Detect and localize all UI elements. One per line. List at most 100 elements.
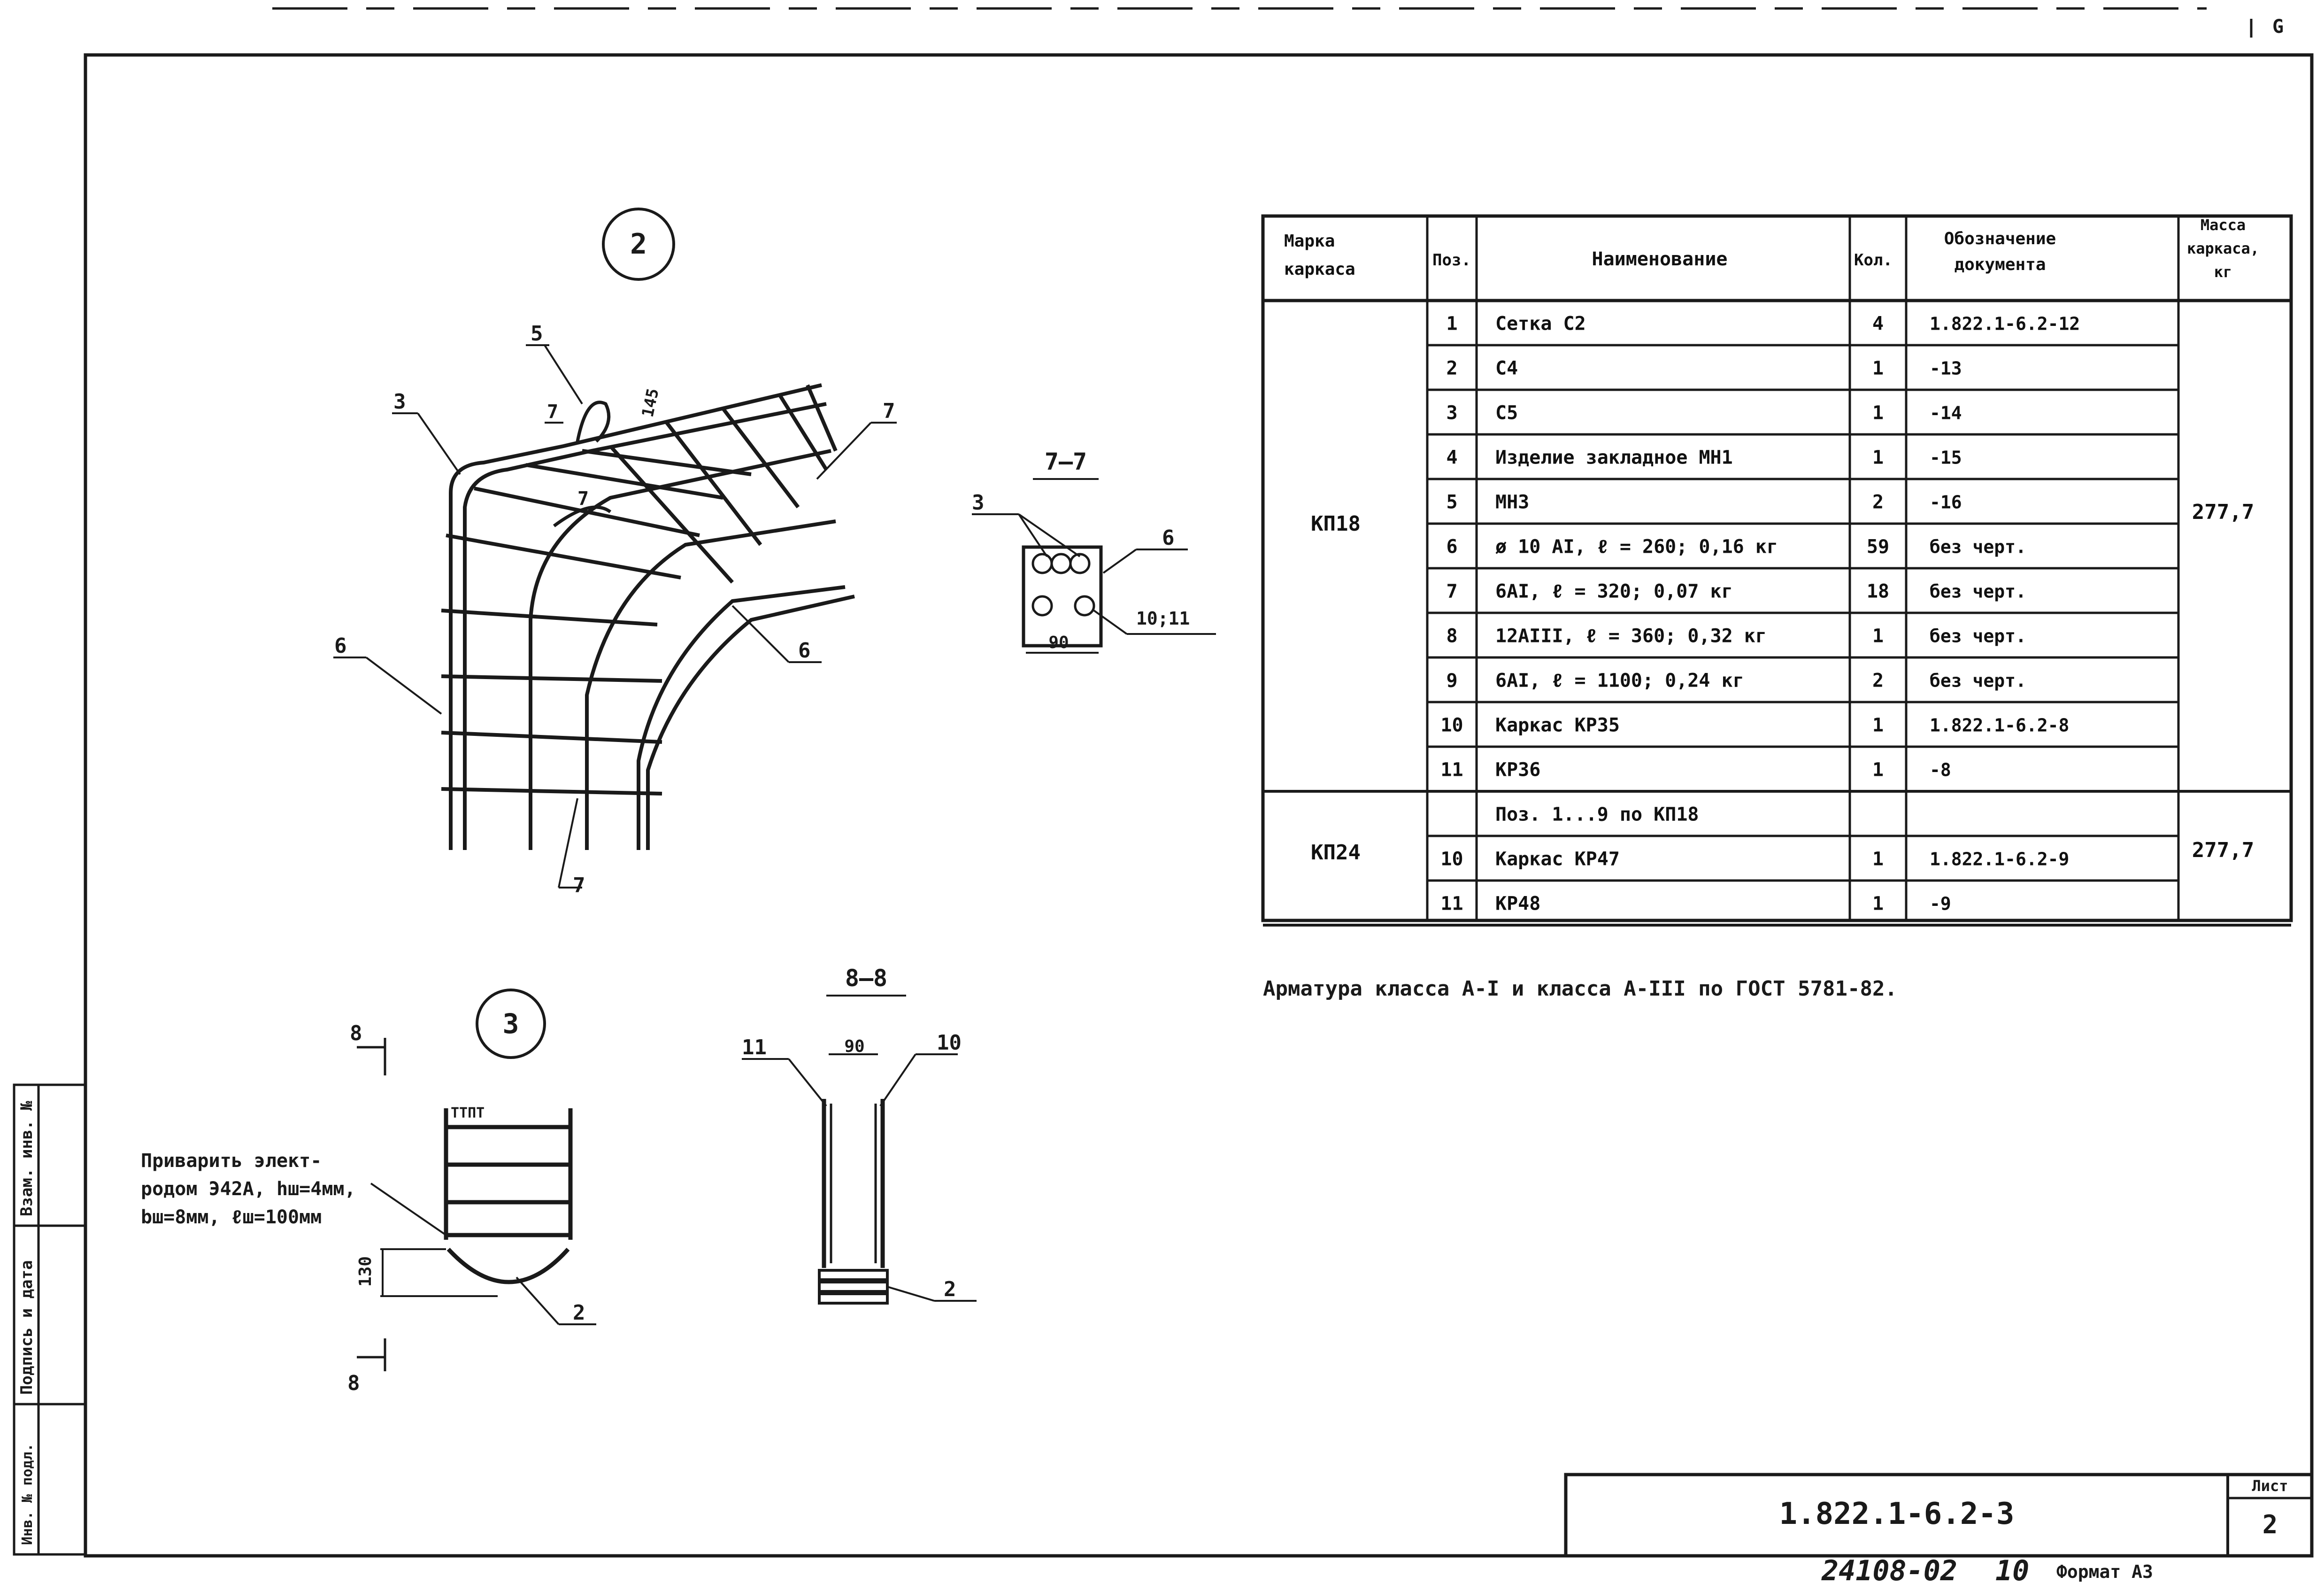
group-mass-kp18: 277,7 xyxy=(2192,500,2254,524)
row-name: С5 xyxy=(1495,402,1518,424)
stamp-signature-date: Подпись и дата xyxy=(17,1260,36,1395)
section-7-7-body xyxy=(1022,545,1103,648)
circle-label-2: 2 xyxy=(630,228,647,261)
row-pos: 8 xyxy=(1446,626,1457,647)
row-pos: 11 xyxy=(1440,893,1463,915)
row-name: 12AIII, ℓ = 360; 0,32 кг xyxy=(1495,626,1767,647)
archive-number: 24108-02 xyxy=(1821,1554,1957,1584)
drawing-3: 3 8 8 ТТПТ Приварить элект- родом Э42А, … xyxy=(141,989,596,1395)
row-qty: 1 xyxy=(1872,849,1884,870)
lifting-loop xyxy=(576,401,611,443)
row-pos: 2 xyxy=(1446,358,1457,379)
row-qty: 1 xyxy=(1872,759,1884,781)
drawing-3-cage xyxy=(444,1108,573,1284)
callout-3: 3 xyxy=(393,390,406,414)
row-pos: 10 xyxy=(1440,715,1463,736)
row-qty: 1 xyxy=(1872,893,1884,915)
row-qty: 1 xyxy=(1872,715,1884,736)
title-block: 1.822.1-6.2-3 Лист 2 xyxy=(1564,1473,2314,1558)
row-doc: -9 xyxy=(1930,894,1951,914)
group-mark-kp18: КП18 xyxy=(1311,512,1361,536)
header-mass-2: каркаса, xyxy=(2187,240,2259,257)
section-8-8-dim: 90 xyxy=(844,1037,864,1056)
drawing-3-callout-2: 2 xyxy=(573,1301,585,1325)
section-8-8-callout-2: 2 xyxy=(944,1277,956,1301)
header-mass-1: Масса xyxy=(2201,216,2246,234)
row-name: Поз. 1...9 по КП18 xyxy=(1495,804,1699,826)
section-7-7: 7–7 3 6 10;11 90 xyxy=(972,448,1216,654)
row-qty: 2 xyxy=(1872,670,1884,692)
row-name: Сетка С2 xyxy=(1495,313,1586,335)
header-qty: Кол. xyxy=(1854,251,1893,270)
row-qty: 1 xyxy=(1872,626,1884,647)
weld-note-line-1: Приварить элект- xyxy=(141,1150,322,1172)
row-pos: 1 xyxy=(1446,313,1457,335)
row-name: 6AI, ℓ = 320; 0,07 кг xyxy=(1495,581,1733,603)
callout-7-right: 7 xyxy=(883,399,895,423)
row-pos: 5 xyxy=(1446,492,1457,513)
row-pos: 3 xyxy=(1446,402,1457,424)
callout-7-inner: 7 xyxy=(577,488,589,510)
header-doc-1: Обозначение xyxy=(1944,229,2056,248)
section-mark-7-bottom: 7 xyxy=(573,873,585,897)
row-doc: без черт. xyxy=(1930,581,2026,602)
row-pos: 10 xyxy=(1440,849,1463,870)
weld-note-line-3: bш=8мм, ℓш=100мм xyxy=(141,1206,322,1228)
row-name: 6AI, ℓ = 1100; 0,24 кг xyxy=(1495,670,1744,692)
header-doc-2: документа xyxy=(1954,255,2046,274)
row-doc: без черт. xyxy=(1930,537,2026,557)
drawing-3-top-mark: ТТПТ xyxy=(451,1105,485,1121)
drawing-frame xyxy=(84,53,2314,1558)
section-mark-7-top: 7 xyxy=(547,401,558,423)
embedded-part xyxy=(553,505,612,527)
sheet-number: 2 xyxy=(2262,1510,2278,1539)
row-doc: -15 xyxy=(1930,448,1962,468)
callout-6-right: 6 xyxy=(798,639,811,663)
row-pos: 11 xyxy=(1440,759,1463,781)
spec-table: Марка каркаса Поз. Наименование Кол. Обо… xyxy=(1261,214,2293,927)
row-doc: -14 xyxy=(1930,403,1962,424)
row-qty: 1 xyxy=(1872,358,1884,379)
stamp-inv-original: Инв. № подл. xyxy=(19,1443,36,1545)
row-doc: -16 xyxy=(1930,492,1962,513)
section-7-7-callout-10-11: 10;11 xyxy=(1136,608,1190,629)
group-mark-kp24: КП24 xyxy=(1311,841,1361,865)
row-pos: 6 xyxy=(1446,536,1457,558)
row-name: Каркас КР35 xyxy=(1495,715,1620,736)
row-qty: 1 xyxy=(1872,447,1884,469)
stamp-replace-inv: Взам. инв. № xyxy=(17,1101,36,1216)
drawing-2: 2 5 xyxy=(333,208,897,897)
section-7-7-callout-3: 3 xyxy=(972,491,985,515)
drawing-3-dim-130: 130 xyxy=(356,1256,375,1287)
spec-table-border xyxy=(1261,214,2293,922)
row-name: Изделие закладное МН1 xyxy=(1495,447,1733,469)
section-7-7-dim: 90 xyxy=(1048,633,1069,652)
row-qty: 18 xyxy=(1867,581,1889,603)
designation: 1.822.1-6.2-3 xyxy=(1779,1497,2015,1531)
row-name: МН3 xyxy=(1495,492,1529,513)
group-mass-kp24: 277,7 xyxy=(2192,838,2254,862)
header-name: Наименование xyxy=(1592,248,1728,270)
row-doc: 1.822.1-6.2-9 xyxy=(1930,849,2069,870)
weld-note-line-2: родом Э42А, hш=4мм, xyxy=(141,1178,356,1200)
side-stamp: Взам. инв. № Подпись и дата Инв. № подл. xyxy=(13,1083,87,1556)
header-mark-2: каркаса xyxy=(1284,260,1355,279)
callout-5: 5 xyxy=(531,322,543,346)
row-name: Каркас КР47 xyxy=(1495,849,1620,870)
cut-mark-8-bottom: 8 xyxy=(347,1371,360,1395)
row-name: ø 10 AI, ℓ = 260; 0,16 кг xyxy=(1495,536,1778,558)
row-qty: 1 xyxy=(1872,402,1884,424)
section-8-8-body xyxy=(818,1099,889,1305)
sheet-label: Лист xyxy=(2252,1477,2288,1495)
reinforcement-note: Арматура класса А-I и класса А-III по ГО… xyxy=(1263,977,1897,1001)
header-mark-1: Марка xyxy=(1284,232,1335,251)
section-8-8-title: 8–8 xyxy=(845,965,887,992)
cage-stirrups xyxy=(441,384,838,796)
row-pos: 7 xyxy=(1446,581,1457,603)
corner-mark: G xyxy=(2272,16,2284,38)
row-doc: -8 xyxy=(1930,760,1951,780)
section-7-7-title: 7–7 xyxy=(1045,448,1087,475)
circle-label-3-ring xyxy=(476,989,546,1059)
dim-145: 145 xyxy=(639,386,663,418)
